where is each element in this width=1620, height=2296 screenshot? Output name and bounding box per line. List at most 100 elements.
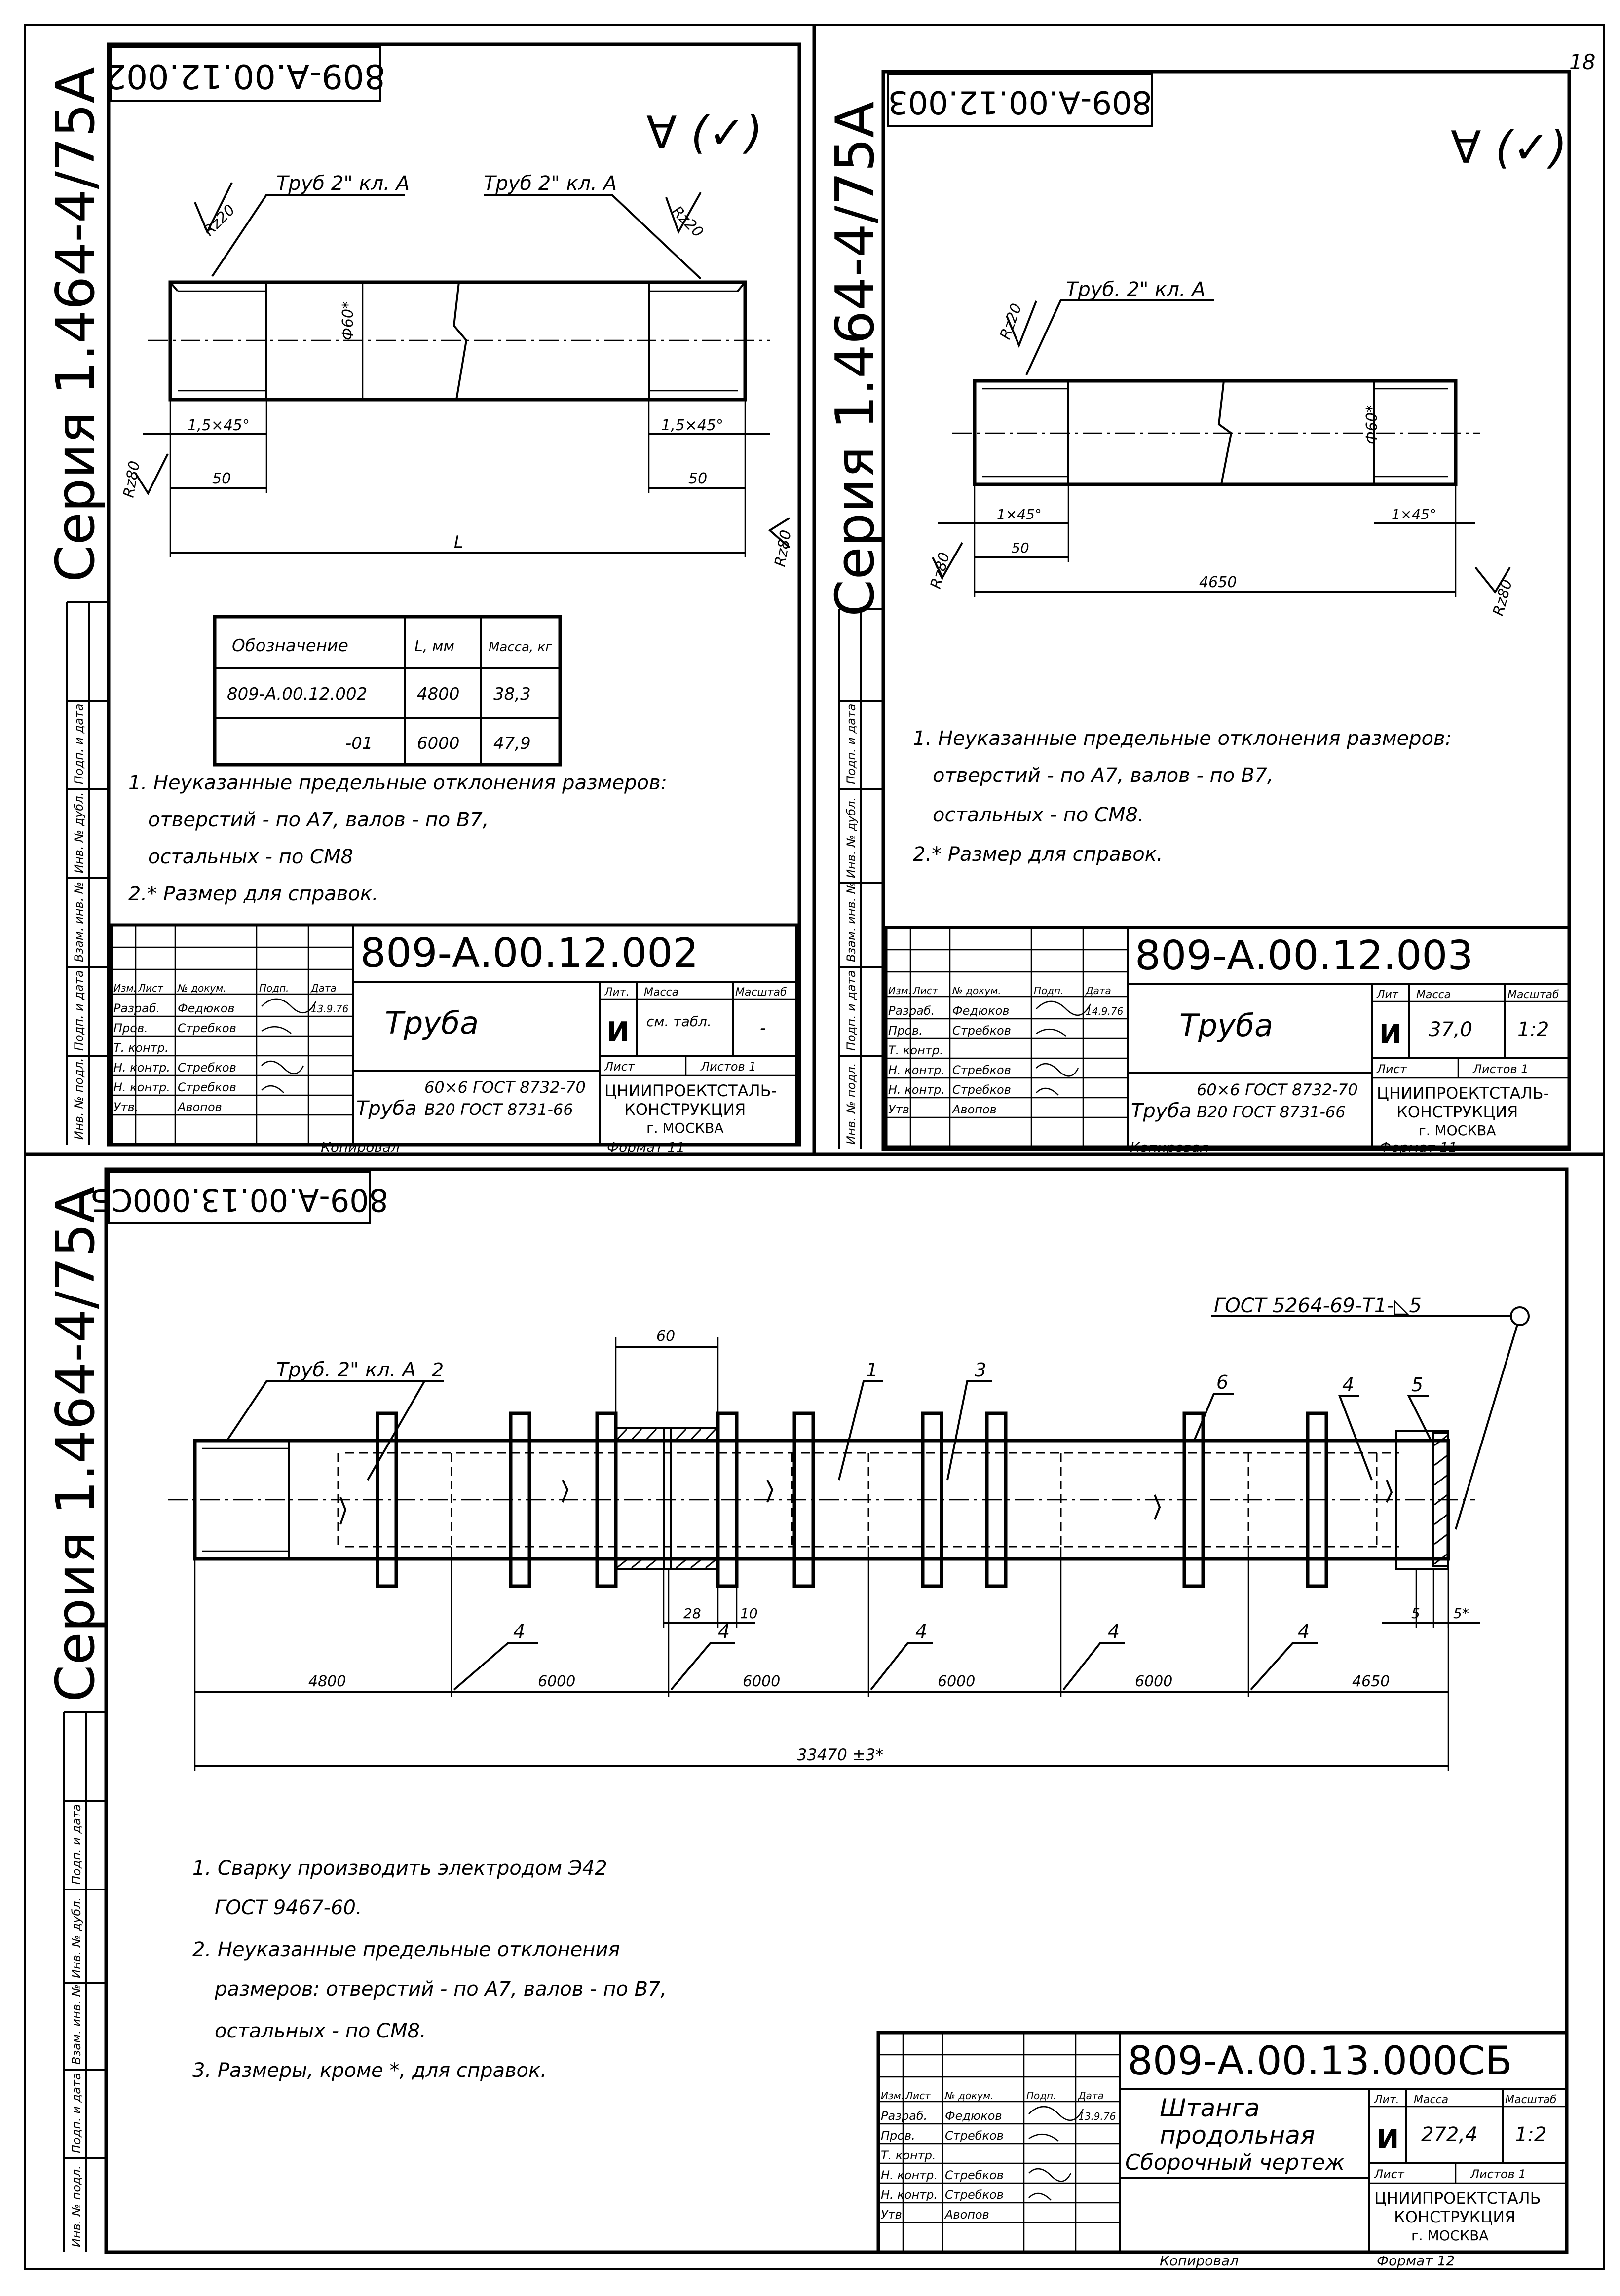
d2-tb-h0: Изм. [888, 985, 911, 997]
drawing-3-pos-2: 2 [432, 1359, 444, 1381]
d3-note-2: 2. Неуказанные предельные отклонения [192, 1938, 620, 1961]
drawing-2-rz80-left: Rz80 [927, 551, 953, 591]
drawing-3-seg-1: 4800 [308, 1673, 346, 1690]
d3-tb-org-3: г. МОСКВА [1411, 2227, 1489, 2244]
drawing-1-roughness: (✓) [691, 107, 763, 159]
drawing-1-dim-length: L [454, 532, 463, 552]
d3-stamp-label-1: Инв. № подл. [70, 2165, 83, 2247]
drawing-3-code-box [108, 1171, 371, 1224]
drawing-2-roughness-mark: ∀ [1451, 122, 1481, 174]
d3-tb-h3: Подп. [1026, 2090, 1056, 2102]
drawing-3-joint-5: 4 [1298, 1621, 1310, 1642]
drawing-2-frame [881, 70, 1571, 1151]
d2-note-2: остальных - по СМ8. [933, 804, 1144, 826]
d3-tb-lit-label: Лит. [1374, 2094, 1399, 2106]
d2-tb-copied: Копировал [1130, 1139, 1209, 1155]
d1-tb-org-3: г. МОСКВА [646, 1120, 724, 1136]
d3-p3-role: Н. контр. [881, 2168, 938, 2182]
drawing-1-code-box [110, 46, 381, 102]
d2-tb-h4: Дата [1085, 985, 1111, 997]
drawing-1: 809-А.00.12.002 ∀ (✓) Серия 1.464-4/75А … [45, 42, 801, 1155]
drawing-3-pos-1: 1 [866, 1359, 878, 1381]
d1-tb-material-1: 60×6 ГОСТ 8732-70 [424, 1078, 586, 1097]
drawing-3-seg-6: 4650 [1352, 1673, 1390, 1690]
d3-p5-name: Авопов [944, 2208, 989, 2222]
drawing-2-series: Серия 1.464-4/75А [825, 102, 886, 617]
d2-p0-date: 14.9.76 [1086, 1005, 1123, 1017]
d3-p1-name: Стребков [945, 2129, 1004, 2143]
drawing-2-code-top: 809-А.00.12.003 [888, 83, 1152, 120]
drawing-1-roughness-mark: ∀ [646, 107, 677, 159]
d1-tb-org-1: ЦНИИПРОЕКТСТАЛЬ- [604, 1081, 777, 1100]
drawing-1-frame [107, 42, 801, 1147]
d1-p3-role: Н. контр. [113, 1061, 170, 1074]
drawing-3-joint-3: 4 [915, 1621, 927, 1642]
d3-tb-format: Формат 12 [1377, 2253, 1455, 2269]
d1-p0-name: Федюков [178, 1001, 235, 1015]
d1-tb-org-2: КОНСТРУКЦИЯ [624, 1100, 746, 1119]
d3-note-4: остальных - по СМ8. [215, 2020, 426, 2042]
drawing-2-code-box [887, 73, 1153, 127]
d2-tb-format: Формат 11 [1379, 1139, 1457, 1155]
d3-tb-sheet-label: Лист [1374, 2167, 1405, 2181]
d3-tb-h0: Изм. [881, 2090, 904, 2102]
d3-tb-name-3: Сборочный чертеж [1125, 2150, 1345, 2175]
d3-tb-copied: Копировал [1160, 2253, 1239, 2269]
d1-tb-h4: Дата [310, 982, 337, 994]
d1-tb-scale: - [760, 1018, 766, 1038]
drawing-3-weld-label: ГОСТ 5264-69-Т1-◺5 [1214, 1295, 1422, 1317]
d1-p1-role: Пров. [113, 1021, 148, 1035]
drawing-1-series: Серия 1.464-4/75А [45, 67, 107, 582]
d2-tb-scale: 1:2 [1517, 1018, 1549, 1041]
d3-stamp-label-5: Подп. и дата [70, 1804, 83, 1885]
d3-p2-role: Т. контр. [881, 2148, 936, 2162]
drawing-1-table: Обозначение L, мм Масса, кг 809-А.00.12.… [213, 615, 562, 767]
drawing-3-seg-3: 6000 [743, 1673, 780, 1690]
d1-table-r0c2: 38,3 [493, 684, 531, 704]
drawing-3-side-stamp: Инв. № подл. Подп. и дата Взам. инв. № И… [63, 1711, 106, 2252]
d3-p5-role: Утв. [881, 2208, 905, 2222]
drawing-3-frame [104, 1167, 1569, 2254]
d3-tb-org-1: ЦНИИПРОЕКТСТАЛЬ [1374, 2189, 1541, 2208]
drawing-1-chamfer-right: 1,5×45° [661, 417, 723, 434]
d2-tb-org-1: ЦНИИПРОЕКТСТАЛЬ- [1377, 1084, 1549, 1103]
d1-table-header-2: Масса, кг [489, 640, 552, 655]
d1-tb-material-word: Труба [356, 1097, 417, 1120]
drawing-3-dim-5s: 5* [1453, 1605, 1469, 1622]
drawing-2-side-stamp: Инв. № подл. Подп. и дата Взам. инв. № И… [838, 608, 883, 1149]
d1-p3-name: Стребков [178, 1061, 236, 1074]
d1-tb-scale-label: Масштаб [735, 986, 787, 999]
drawing-3-total-length: 33470 ±3* [797, 1745, 883, 1764]
d3-stamp-label-4: Инв. № дубл. [70, 1897, 83, 1978]
d3-note-3: размеров: отверстий - по А7, валов - по … [214, 1978, 667, 2000]
d1-stamp-label-3: Взам. инв. № [72, 882, 86, 962]
d2-stamp-label-3: Взам. инв. № [844, 882, 858, 962]
drawing-1-thread-label-2: Труб 2" кл. А [484, 172, 617, 195]
d1-p5-name: Авопов [177, 1100, 222, 1114]
drawing-3-pos-5: 5 [1411, 1374, 1423, 1396]
d1-table-r1c2: 47,9 [493, 734, 531, 753]
d3-tb-sheets-label: Листов 1 [1470, 2167, 1526, 2181]
d1-note-0: 1. Неуказанные предельные отклонения раз… [128, 772, 667, 794]
d1-tb-material-2: В20 ГОСТ 8731-66 [424, 1100, 573, 1119]
d2-note-3: 2.* Размер для справок. [913, 843, 1163, 866]
drawing-3-joint-1: 4 [513, 1621, 525, 1642]
d2-p3-role: Н. контр. [888, 1063, 945, 1077]
d3-p3-name: Стребков [945, 2168, 1004, 2182]
d2-p1-name: Стребков [952, 1024, 1011, 1037]
drawing-3: 809-А.00.13.000СБ Серия 1.464-4/75А Инв.… [45, 1167, 1569, 2269]
d3-tb-code: 809-А.00.13.000СБ [1128, 2038, 1512, 2084]
drawing-3-pos-3: 3 [975, 1359, 986, 1381]
d3-tb-name-2: продольная [1160, 2121, 1315, 2149]
d3-tb-h2: № докум. [944, 2090, 994, 2102]
d1-note-3: 2.* Размер для справок. [128, 883, 378, 905]
drawing-1-diameter: Ф60* [339, 301, 357, 340]
d1-note-1: отверстий - по А7, валов - по В7, [148, 809, 489, 831]
d1-p4-name: Стребков [178, 1080, 236, 1094]
drawing-1-thread-label-1: Труб 2" кл. А [276, 172, 410, 195]
d2-tb-code: 809-А.00.12.003 [1135, 932, 1473, 979]
d1-tb-lit-label: Лит. [604, 986, 630, 999]
d3-stamp-label-3: Взам. инв. № [70, 1984, 83, 2065]
d1-tb-name: Труба [385, 1005, 479, 1041]
